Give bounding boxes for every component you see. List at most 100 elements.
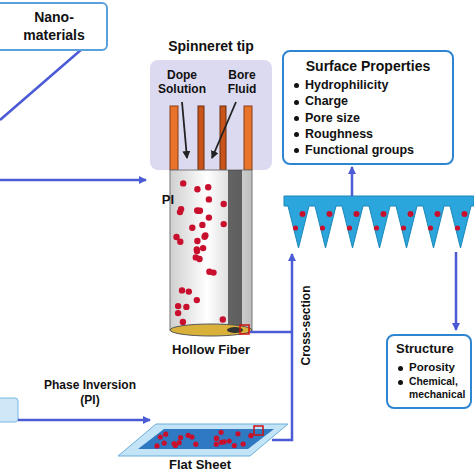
nanoparticle-dots: [173, 180, 227, 325]
nanoparticle: [221, 201, 227, 207]
nanoparticle: [220, 316, 226, 322]
part-label: Bore Fluid: [214, 68, 270, 97]
nanoparticle: [194, 186, 200, 192]
nanoparticle: [381, 211, 387, 217]
edge-label: Cross-section: [299, 276, 314, 376]
nanoparticle: [173, 234, 179, 240]
bore-flow-arrow: [212, 102, 236, 158]
nanoparticle-dots: [154, 430, 253, 449]
nanoparticle: [320, 225, 325, 230]
nanoparticle: [186, 288, 192, 294]
figure-node: Flat Sheet: [140, 424, 260, 474]
part-label: Dope Solution: [152, 68, 212, 97]
inner-tube: [198, 106, 204, 170]
annotation-label: PI: [158, 192, 178, 208]
nanoparticle: [206, 214, 212, 220]
bullet-item: Functional groups: [292, 142, 444, 158]
flat-sheet-base: [118, 424, 288, 456]
flow-arrow: [272, 254, 292, 440]
nanoparticle: [214, 442, 219, 447]
nanoparticle: [194, 297, 200, 303]
partial-panel: [0, 398, 18, 422]
nanoparticle: [408, 211, 414, 217]
nanoparticle: [193, 442, 198, 447]
nanoparticle: [189, 225, 195, 231]
hollow-fiber-body: [170, 170, 252, 330]
nanoparticle: [205, 184, 211, 190]
nanoparticle: [214, 436, 219, 441]
nanoparticle: [241, 441, 246, 446]
process-box: StructurePorosityChemical, mechanical: [386, 334, 472, 409]
fiber-lumen: [228, 170, 242, 330]
nanoparticle: [158, 434, 163, 439]
nanoparticle: [199, 222, 205, 228]
flow-arrow: [250, 331, 292, 334]
nanoparticle: [189, 434, 194, 439]
nanoparticle: [435, 211, 441, 217]
nanoparticle: [171, 441, 176, 446]
nanoparticle: [178, 435, 183, 440]
nanoparticle: [232, 443, 237, 448]
node-title: Nano- materials: [10, 9, 98, 44]
nanoparticle: [206, 196, 212, 202]
nanoparticle: [462, 211, 468, 217]
nanoparticle: [219, 430, 224, 435]
figure-node: Hollow Fiber: [161, 172, 261, 358]
nanoparticle: [347, 225, 352, 230]
nanoparticle: [180, 180, 186, 186]
bullet-item: Porosity: [396, 360, 462, 375]
detail-marker: [240, 325, 249, 334]
process-box: Nano- materials: [0, 2, 108, 51]
detail-marker: [254, 426, 263, 435]
nanoparticle: [227, 438, 232, 443]
nanoparticle: [163, 432, 168, 437]
nanoparticle: [178, 206, 184, 212]
nanoparticle: [200, 245, 206, 251]
nanoparticle: [202, 232, 208, 238]
nanoparticle: [194, 246, 200, 252]
nanoparticle: [327, 211, 333, 217]
outer-tube: [244, 106, 252, 170]
nanoparticle: [175, 303, 181, 309]
node-heading: Structure: [396, 341, 462, 358]
outer-tube: [170, 106, 178, 170]
nanoparticle: [179, 287, 185, 293]
bullet-item: Chemical, mechanical: [396, 375, 462, 402]
bullet-item: Roughness: [292, 126, 444, 142]
nanoparticle: [214, 436, 219, 441]
bullet-item: Pore size: [292, 110, 444, 126]
nanoparticle: [374, 225, 379, 230]
annotation-label: Phase Inversion (PI): [40, 378, 140, 408]
nanoparticle: [300, 211, 306, 217]
membrane-cross-section: [284, 196, 474, 248]
nanoparticle: [206, 269, 212, 275]
nanoparticle: [222, 439, 227, 444]
nanoparticle: [428, 225, 433, 230]
nanoparticle: [154, 443, 159, 448]
node-heading: Surface Properties: [292, 57, 444, 75]
feed-arrow: [0, 179, 146, 182]
fiber-end: [170, 324, 252, 336]
nanoparticle: [401, 225, 406, 230]
nanoparticle: [195, 208, 201, 214]
node-label: Flat Sheet: [140, 457, 260, 473]
membrane-wedges: [284, 196, 474, 248]
spinneret-housing: [150, 60, 272, 170]
node-heading: Spinneret tip: [140, 38, 282, 55]
nanoparticle: [354, 211, 360, 217]
nanoparticle: [221, 221, 227, 227]
figure-node: Spinneret tipDope SolutionBore Fluid: [150, 60, 272, 170]
bullet-item: Hydrophilicity: [292, 77, 444, 93]
nanoparticle: [193, 254, 199, 260]
nanoparticle: [183, 304, 189, 310]
nanoparticle: [162, 441, 167, 446]
node-label: Hollow Fiber: [161, 342, 261, 358]
nanoparticle: [293, 225, 298, 230]
nanoparticle: [248, 433, 253, 438]
nanoparticle: [235, 431, 240, 436]
flow-arrow: [455, 252, 458, 330]
nanoparticle: [455, 225, 460, 230]
bullet-item: Charge: [292, 93, 444, 109]
flow-arrow: [351, 167, 354, 196]
